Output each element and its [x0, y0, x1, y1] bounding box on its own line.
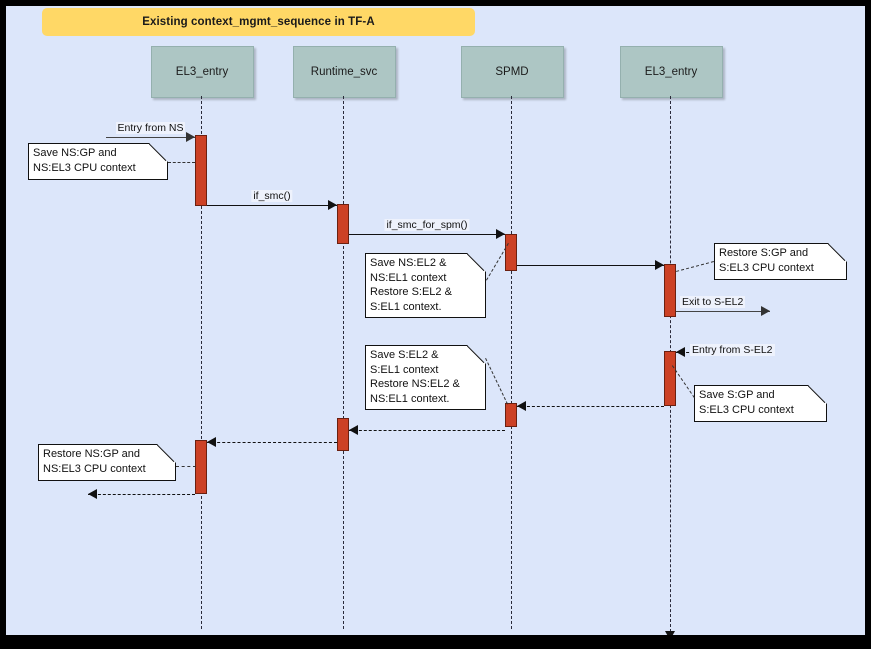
activation-bar-spmd[interactable]	[505, 234, 517, 271]
message-arrowhead-m9	[207, 437, 216, 447]
message-arrowhead-m3	[496, 229, 505, 239]
note-fold-corner-icon	[157, 444, 176, 463]
lifeline-label: SPMD	[495, 66, 529, 78]
message-line-m2	[207, 205, 337, 206]
diagram-canvas: Existing context_mgmt_sequence in TF-A E…	[6, 6, 865, 635]
note-fold-corner-icon	[828, 243, 847, 262]
note-fold-corner-icon	[467, 345, 486, 364]
note-text: Save NS:GP and NS:EL3 CPU context	[33, 147, 136, 174]
note-fold-corner-icon	[149, 143, 168, 162]
activation-bar-spmd[interactable]	[505, 403, 517, 427]
message-arrowhead-m5	[761, 306, 770, 316]
note-anchor-n6	[176, 466, 196, 467]
note-n3[interactable]: Restore S:GP and S:EL3 CPU context	[714, 243, 847, 280]
message-arrowhead-m2	[328, 200, 337, 210]
diagram-title-banner: Existing context_mgmt_sequence in TF-A	[42, 8, 475, 36]
activation-bar-runtime_svc[interactable]	[337, 204, 349, 244]
lifeline-el3_entry_ns	[201, 96, 202, 629]
message-label-m3: if_smc_for_spm()	[384, 219, 470, 231]
message-line-m5	[676, 311, 770, 312]
note-n4[interactable]: Save S:EL2 & S:EL1 context Restore NS:EL…	[365, 345, 486, 410]
message-arrowhead-m1	[186, 132, 195, 142]
message-arrowhead-m6	[676, 347, 685, 357]
note-text: Save S:GP and S:EL3 CPU context	[699, 389, 794, 416]
lifeline-runtime_svc	[343, 96, 344, 629]
note-text: Restore NS:GP and NS:EL3 CPU context	[43, 448, 146, 475]
note-n5[interactable]: Save S:GP and S:EL3 CPU context	[694, 385, 827, 422]
message-line-m8	[349, 430, 505, 431]
note-text: Save NS:EL2 & NS:EL1 context Restore S:E…	[370, 257, 452, 313]
activation-bar-el3_entry_s[interactable]	[664, 351, 676, 406]
note-anchor-n1	[168, 162, 195, 163]
message-line-m4	[517, 265, 664, 266]
lifeline-end-arrow-el3_entry_s	[665, 631, 675, 635]
lifeline-label: EL3_entry	[175, 66, 229, 78]
message-arrowhead-m7	[517, 401, 526, 411]
lifeline-header-runtime_svc[interactable]: Runtime_svc	[292, 46, 396, 98]
note-text: Save S:EL2 & S:EL1 context Restore NS:EL…	[370, 349, 460, 405]
lifeline-label: EL3_entry	[644, 66, 698, 78]
note-anchor-n4	[485, 358, 508, 405]
lifeline-header-el3_entry_ns[interactable]: EL3_entry	[150, 46, 254, 98]
message-label-m1: Entry from NS	[115, 122, 186, 134]
note-fold-corner-icon	[467, 253, 486, 272]
message-line-m10	[88, 494, 195, 495]
message-label-m5: Exit to S-EL2	[680, 296, 746, 308]
message-line-m7	[517, 406, 664, 407]
message-line-m1	[106, 137, 195, 138]
note-anchor-n3	[675, 261, 714, 272]
message-line-m3	[349, 234, 505, 235]
diagram-title: Existing context_mgmt_sequence in TF-A	[142, 16, 375, 28]
message-arrowhead-m10	[88, 489, 97, 499]
note-n2[interactable]: Save NS:EL2 & NS:EL1 context Restore S:E…	[365, 253, 486, 318]
message-line-m9	[207, 442, 337, 443]
message-arrowhead-m4	[655, 260, 664, 270]
activation-bar-el3_entry_ns[interactable]	[195, 135, 207, 206]
note-fold-corner-icon	[808, 385, 827, 404]
activation-bar-runtime_svc[interactable]	[337, 418, 349, 451]
lifeline-header-spmd[interactable]: SPMD	[460, 46, 564, 98]
activation-bar-el3_entry_s[interactable]	[664, 264, 676, 317]
activation-bar-el3_entry_ns[interactable]	[195, 440, 207, 494]
message-arrowhead-m8	[349, 425, 358, 435]
message-label-m2: if_smc()	[251, 190, 293, 202]
lifeline-label: Runtime_svc	[310, 66, 378, 78]
lifeline-header-el3_entry_s[interactable]: EL3_entry	[619, 46, 723, 98]
note-n6[interactable]: Restore NS:GP and NS:EL3 CPU context	[38, 444, 176, 481]
note-text: Restore S:GP and S:EL3 CPU context	[719, 247, 814, 274]
note-n1[interactable]: Save NS:GP and NS:EL3 CPU context	[28, 143, 168, 180]
message-label-m6: Entry from S-EL2	[690, 344, 775, 356]
lifeline-spmd	[511, 96, 512, 629]
